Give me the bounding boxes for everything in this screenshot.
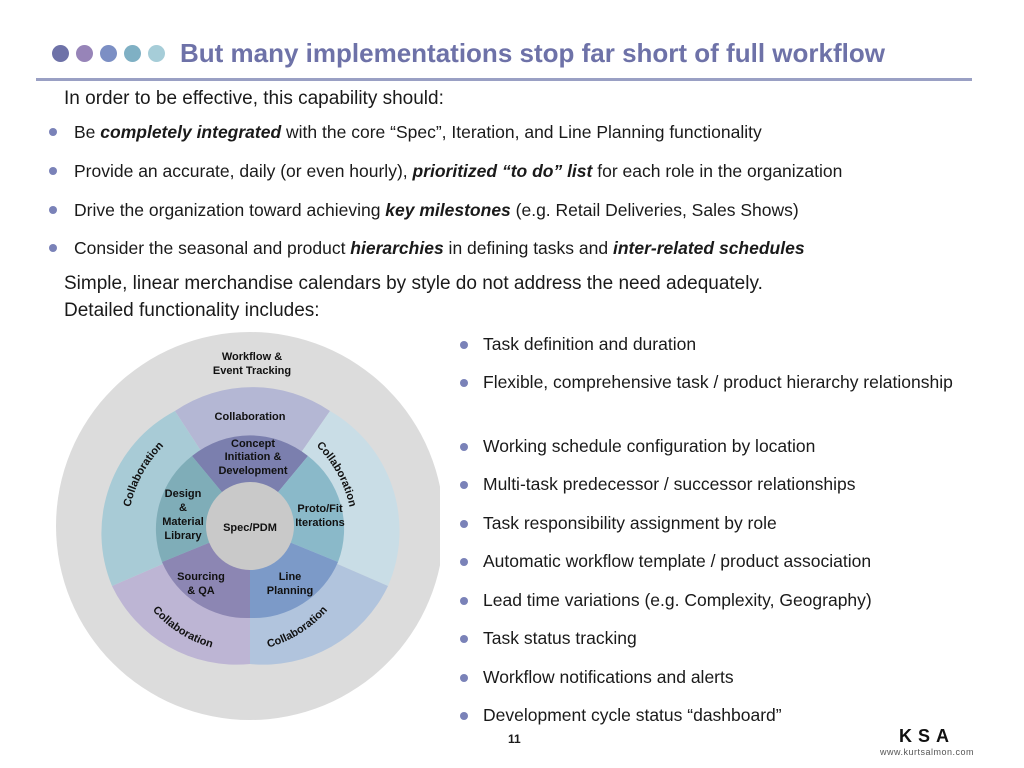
title-dot	[52, 45, 69, 62]
bullet-emphasis: prioritized “to do” list	[412, 161, 593, 181]
bullet-dot	[460, 443, 468, 451]
bullet-text: Provide an accurate, daily (or even hour…	[74, 161, 413, 181]
feature-text: Task definition and duration	[483, 334, 697, 354]
bullet-dot	[460, 481, 468, 489]
title-dot	[100, 45, 117, 62]
bullet-text: Consider the seasonal and product	[74, 238, 351, 258]
sourcing-label: & QA	[187, 585, 215, 597]
logo-url: www.kurtsalmon.com	[880, 747, 975, 757]
collaboration-label-top: Collaboration	[215, 411, 286, 423]
concept-label: Concept	[231, 438, 275, 450]
design-label: Library	[164, 530, 202, 542]
page-number: 11	[508, 732, 521, 746]
feature-text: Task responsibility assignment by role	[483, 513, 777, 533]
feature-text: Automatic workflow template / product as…	[483, 551, 872, 571]
title-dot	[148, 45, 165, 62]
bullet-dot	[49, 128, 57, 136]
bullet-dot	[460, 341, 468, 349]
bullet-emphasis: hierarchies	[350, 238, 444, 258]
center-label: Spec/PDM	[223, 522, 277, 534]
concept-label: Development	[218, 465, 287, 477]
feature-text: Workflow notifications and alerts	[483, 667, 734, 687]
summary-text: Simple, linear merchandise calendars by …	[64, 270, 763, 324]
slide-title: But many implementations stop far short …	[180, 38, 885, 68]
bullet-text: in defining tasks and	[443, 238, 613, 258]
feature-text: Development cycle status “dashboard”	[483, 705, 782, 725]
bullet-dot	[49, 167, 57, 175]
bullet-dot	[460, 379, 468, 387]
bullet-emphasis: completely integrated	[100, 122, 282, 142]
bullet-dot	[49, 206, 57, 214]
wheel-center-hub	[206, 482, 294, 570]
logo-mark: KSA	[899, 726, 956, 746]
proto-label: Proto/Fit	[297, 503, 343, 515]
bullet-dot	[460, 558, 468, 566]
company-logo: KSA www.kurtsalmon.com	[880, 726, 974, 757]
title-dot	[76, 45, 93, 62]
bullet-emphasis: key milestones	[385, 200, 511, 220]
wheel-inner-concept	[192, 435, 308, 526]
wheel-outer-label: Workflow &	[222, 351, 282, 363]
bullet-dot	[460, 712, 468, 720]
summary-line: Simple, linear merchandise calendars by …	[64, 273, 763, 294]
bullet-dot	[460, 520, 468, 528]
bullet-dot	[460, 597, 468, 605]
summary-line: Detailed functionality includes:	[64, 300, 320, 321]
workflow-wheel-diagram: Workflow & Event Tracking Collaboration …	[56, 332, 440, 720]
bullet-emphasis: inter-related schedules	[612, 238, 805, 258]
bullet-text: for each role in the organization	[592, 161, 843, 181]
sourcing-label: Sourcing	[177, 571, 225, 583]
feature-text: Flexible, comprehensive task / product h…	[483, 372, 953, 392]
feature-text: Lead time variations (e.g. Complexity, G…	[483, 590, 872, 610]
bullet-dot	[460, 635, 468, 643]
bullet-dot	[49, 244, 57, 252]
bullet-dot	[460, 674, 468, 682]
line-planning-label: Planning	[267, 585, 313, 597]
feature-text: Working schedule configuration by locati…	[483, 436, 816, 456]
title-divider	[36, 78, 972, 81]
title-bullet-dots	[52, 45, 165, 63]
proto-label: Iterations	[295, 517, 345, 529]
line-planning-label: Line	[279, 571, 302, 583]
design-label: &	[179, 502, 187, 514]
feature-text: Task status tracking	[483, 628, 637, 648]
wheel-outer-label: Event Tracking	[213, 365, 291, 377]
bullet-text: Be	[74, 122, 101, 142]
feature-text: Multi-task predecessor / successor relat…	[483, 474, 856, 494]
title-dot	[124, 45, 141, 62]
bullet-text: (e.g. Retail Deliveries, Sales Shows)	[510, 200, 799, 220]
design-label: Design	[165, 488, 202, 500]
design-label: Material	[162, 516, 204, 528]
intro-text: In order to be effective, this capabilit…	[64, 88, 444, 109]
bullet-text: with the core “Spec”, Iteration, and Lin…	[281, 122, 762, 142]
bullet-text: Drive the organization toward achieving	[74, 200, 386, 220]
concept-label: Initiation &	[225, 451, 282, 463]
